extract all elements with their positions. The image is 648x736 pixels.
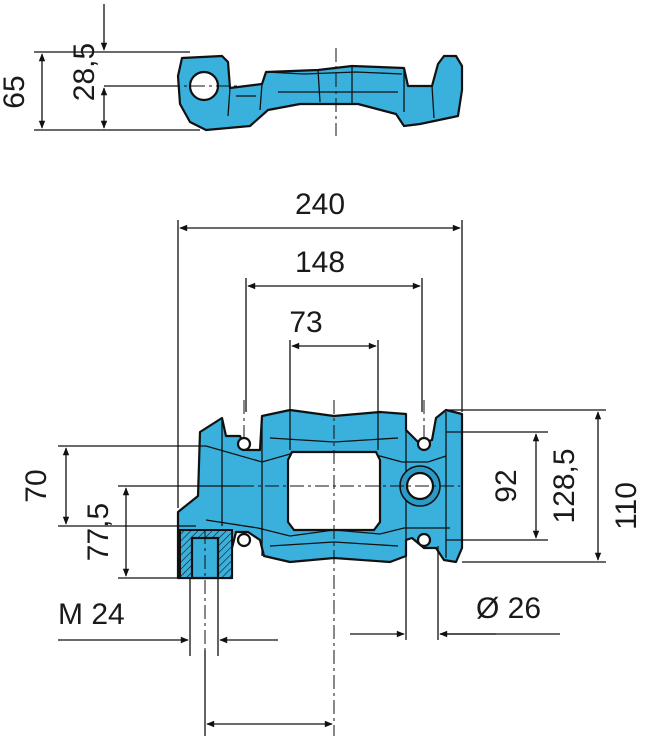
front-dimensions: 240 148 73 70 77,5 92 128,5 110 bbox=[20, 188, 643, 736]
front-view bbox=[176, 400, 464, 736]
dim-left-offset: 77,5 bbox=[82, 503, 115, 561]
dim-window-width: 73 bbox=[289, 306, 322, 339]
dim-overall-width: 240 bbox=[295, 188, 345, 221]
side-dimensions: 65 28,5 bbox=[0, 4, 200, 131]
dim-thread: M 24 bbox=[58, 598, 125, 631]
side-view bbox=[166, 48, 464, 136]
dim-side-height: 65 bbox=[0, 75, 31, 108]
dim-left-height: 70 bbox=[20, 469, 53, 502]
dim-right-window: 92 bbox=[490, 469, 523, 502]
dim-hole-diameter: Ø 26 bbox=[476, 592, 541, 625]
dim-right-total: 110 bbox=[610, 482, 643, 530]
dim-right-offset: 128,5 bbox=[548, 448, 581, 523]
central-window bbox=[286, 450, 382, 532]
dim-hole-spacing: 148 bbox=[295, 246, 345, 279]
dim-side-offset: 28,5 bbox=[68, 43, 101, 101]
